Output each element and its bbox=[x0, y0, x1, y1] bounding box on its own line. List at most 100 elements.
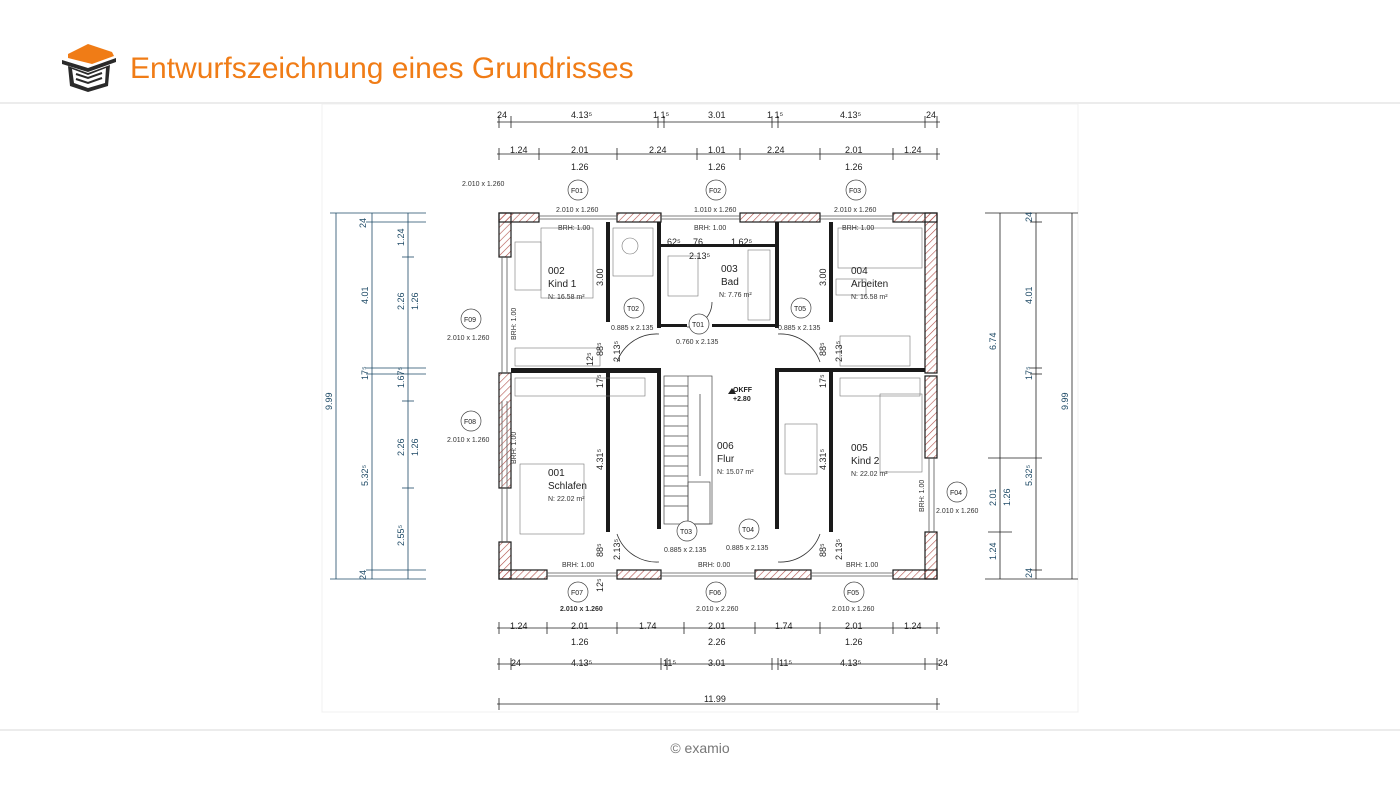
room-area: N: 22.02 m² bbox=[851, 471, 888, 478]
door-tag-circle bbox=[623, 297, 645, 319]
header-divider bbox=[0, 102, 1400, 104]
plan-line bbox=[62, 58, 116, 72]
dim-label: 4.13⁵ bbox=[840, 658, 862, 668]
door-tag-circle bbox=[676, 520, 698, 542]
plan-line bbox=[616, 569, 662, 580]
dim-label: 1.74 bbox=[775, 621, 793, 631]
door-size: 0.885 x 2.135 bbox=[664, 547, 707, 554]
dim-label: 17⁵ bbox=[360, 366, 370, 380]
dim-label: 2.13⁵ bbox=[834, 538, 844, 560]
plan-line bbox=[892, 569, 938, 580]
plan-line bbox=[75, 72, 103, 80]
room-name: Kind 2 bbox=[851, 456, 880, 467]
dim-label: 17⁵ bbox=[1024, 366, 1034, 380]
room-name: Arbeiten bbox=[851, 279, 888, 290]
dim-label: 24 bbox=[938, 658, 948, 668]
right-dimension-lines bbox=[985, 212, 1078, 580]
dim-label: 12⁵ bbox=[585, 352, 595, 366]
dim-label: 88⁵ bbox=[595, 543, 605, 557]
floor-plan-drawing: 002 Kind 1 N: 16.58 m² 003 Bad N: 7.76 m… bbox=[0, 103, 1400, 730]
dim-label: 1.24 bbox=[904, 145, 922, 155]
window-tag-circle bbox=[567, 581, 589, 603]
dim-label: 2.01 bbox=[988, 488, 998, 506]
dim-label: 1.26 bbox=[410, 292, 420, 310]
dim-label: 17⁵ bbox=[595, 374, 605, 388]
dim-label: 76 bbox=[693, 237, 703, 247]
bottom-dims-row1: 1.24 2.01 1.74 2.01 1.74 2.01 1.24 1.26 … bbox=[510, 621, 922, 647]
dim-label: 1.24 bbox=[988, 542, 998, 560]
window-tag-circle bbox=[705, 179, 727, 201]
dim-label: 4.31⁵ bbox=[595, 448, 605, 470]
room-name: Bad bbox=[721, 277, 739, 288]
room-labels: 002 Kind 1 N: 16.58 m² 003 Bad N: 7.76 m… bbox=[548, 264, 888, 503]
plan-line bbox=[661, 324, 687, 327]
dim-label: 1.26 bbox=[571, 637, 589, 647]
dim-label: 24 bbox=[358, 218, 368, 228]
brh-label: BRH: 1.00 bbox=[511, 308, 518, 340]
window-size: 1.010 x 1.260 bbox=[694, 207, 737, 214]
plan-line bbox=[498, 569, 548, 580]
plan-line bbox=[661, 244, 775, 247]
window-size: 2.010 x 1.260 bbox=[462, 181, 505, 188]
room-name: Schlafen bbox=[548, 481, 587, 492]
dim-label: 5.32⁵ bbox=[1024, 464, 1034, 486]
dim-label: 24 bbox=[358, 570, 368, 580]
plan-line bbox=[616, 533, 660, 563]
window-tag: F09 bbox=[464, 317, 476, 324]
dim-label: 3.00 bbox=[595, 268, 605, 286]
dim-label: 2.01 bbox=[571, 145, 589, 155]
dim-label: 2.01 bbox=[845, 621, 863, 631]
dim-label: 24 bbox=[497, 110, 507, 120]
plan-line bbox=[657, 222, 661, 328]
plan-line bbox=[667, 255, 699, 297]
dim-label: 11⁵ bbox=[663, 658, 676, 668]
dim-label: 1.26 bbox=[571, 162, 589, 172]
room-name: Kind 1 bbox=[548, 279, 577, 290]
window-tag-circle bbox=[946, 481, 968, 503]
plan-line bbox=[775, 368, 925, 372]
dim-label: 4.13⁵ bbox=[571, 110, 593, 120]
plan-line bbox=[606, 372, 610, 532]
door-tag: T01 bbox=[692, 322, 704, 329]
plan-line bbox=[519, 463, 585, 535]
window-size: 2.010 x 1.260 bbox=[556, 207, 599, 214]
footer-divider bbox=[0, 729, 1400, 731]
plan-line bbox=[606, 222, 610, 322]
plan-line bbox=[514, 347, 601, 367]
dim-label: 1 1⁵ bbox=[767, 110, 784, 120]
plan-line bbox=[839, 377, 921, 397]
window-tags bbox=[460, 179, 968, 603]
graduation-cap-icon[interactable] bbox=[58, 40, 120, 96]
outer-walls bbox=[498, 212, 938, 580]
inner-walls bbox=[511, 222, 925, 532]
dim-label: 2.13⁵ bbox=[612, 538, 622, 560]
dim-label: 4.01 bbox=[1024, 286, 1034, 304]
door-tag: T04 bbox=[742, 527, 754, 534]
furniture bbox=[514, 227, 923, 535]
dim-label: 4.31⁵ bbox=[818, 448, 828, 470]
plan-line bbox=[511, 368, 661, 372]
room-number: 006 bbox=[717, 441, 734, 452]
dim-label: 1.26 bbox=[708, 162, 726, 172]
window-tag: F05 bbox=[847, 590, 859, 597]
window-tag-circle bbox=[843, 581, 865, 603]
room-number: 002 bbox=[548, 266, 565, 277]
dim-label: 24 bbox=[1024, 568, 1034, 578]
window-tag-circle bbox=[567, 179, 589, 201]
window-glazing bbox=[501, 215, 935, 577]
right-dims: 24 4.01 17⁵ 5.32⁵ 24 9.99 6.74 2.01 1.26… bbox=[988, 212, 1070, 578]
dim-label: 4.13⁵ bbox=[571, 658, 593, 668]
plan-line bbox=[839, 335, 911, 367]
plan-line bbox=[621, 237, 639, 255]
plan-line bbox=[924, 375, 938, 459]
dim-label: 1.24 bbox=[510, 145, 528, 155]
door-tag: T03 bbox=[680, 529, 692, 536]
dimension-ticks bbox=[498, 116, 938, 710]
brh-label: BRH: 1.00 bbox=[694, 225, 726, 232]
window-tag-labels: F01 F02 F03 F09 F08 F04 F07 F06 F05 2.01… bbox=[447, 181, 979, 613]
door-tag-circle bbox=[738, 518, 760, 540]
dim-label: 4.01 bbox=[360, 286, 370, 304]
bottom-dims-row2: 24 4.13⁵ 11⁵ 3.01 11⁵ 4.13⁵ 24 11.99 bbox=[511, 658, 948, 704]
window-tag: F08 bbox=[464, 419, 476, 426]
plan-line bbox=[775, 222, 779, 328]
